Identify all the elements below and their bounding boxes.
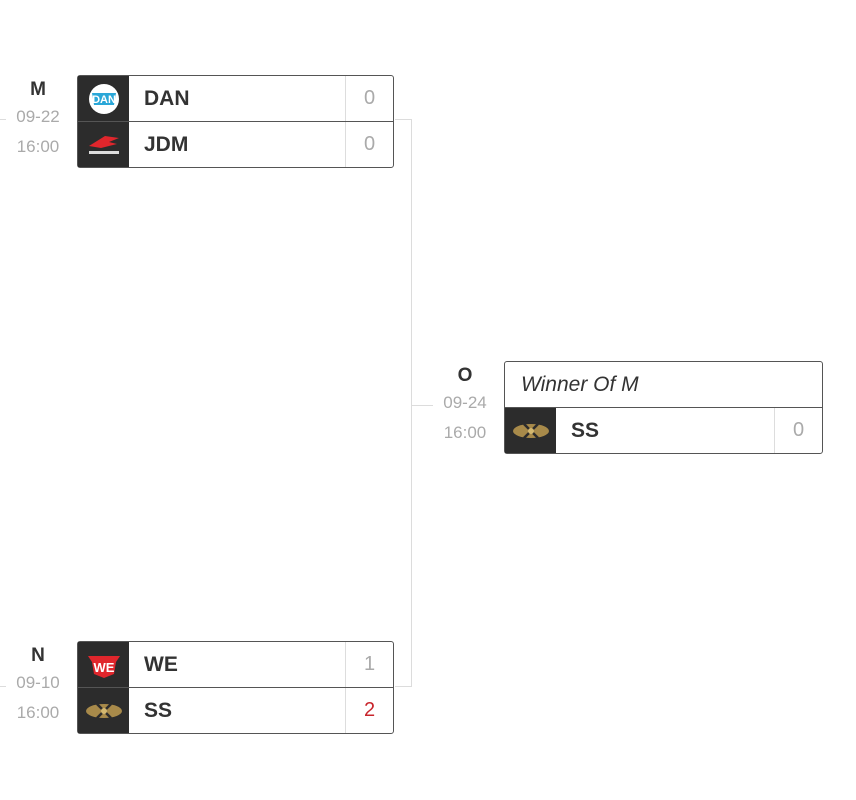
connector-m: [395, 119, 412, 120]
team-name: SS: [144, 698, 173, 722]
match-date: 09-24: [443, 393, 487, 412]
team-row[interactable]: JDM 0: [78, 121, 393, 167]
team-row[interactable]: SS 0: [505, 407, 822, 453]
team-row[interactable]: DAN DAN 0: [78, 76, 393, 121]
match-n-box[interactable]: WE WE 1 SS 2: [77, 641, 394, 734]
ss-logo-icon: [505, 408, 556, 453]
connector-n-in: [0, 686, 6, 687]
match-date: 09-22: [16, 107, 60, 126]
match-code: N: [31, 645, 45, 666]
team-score: 0: [345, 122, 393, 167]
team-score: 1: [345, 642, 393, 687]
match-time: 16:00: [443, 423, 487, 442]
team-score: 2: [345, 688, 393, 733]
match-n-label: N 09-10 16:00: [4, 644, 72, 728]
team-score: 0: [774, 408, 822, 453]
jdm-logo-icon: [78, 122, 129, 167]
match-o-label: O 09-24 16:00: [432, 364, 498, 448]
match-code: O: [457, 365, 473, 386]
connector-vertical: [411, 119, 412, 687]
match-date: 09-10: [16, 673, 60, 692]
team-name: SS: [571, 418, 600, 442]
tbd-row[interactable]: Winner Of M: [505, 362, 822, 407]
team-name: WE: [144, 652, 178, 676]
team-name: DAN: [144, 86, 190, 110]
team-row[interactable]: SS 2: [78, 687, 393, 733]
match-o-box[interactable]: Winner Of M SS 0: [504, 361, 823, 454]
match-time: 16:00: [16, 703, 60, 722]
team-score: 0: [345, 76, 393, 121]
ss-logo-icon: [78, 688, 129, 733]
team-name: JDM: [144, 132, 189, 156]
winner-placeholder: Winner Of M: [521, 372, 639, 396]
match-time: 16:00: [16, 137, 60, 156]
connector-m-in: [0, 119, 6, 120]
svg-text:DAN: DAN: [92, 94, 116, 106]
match-code: M: [30, 79, 46, 100]
connector-n: [395, 686, 412, 687]
we-logo-icon: WE: [78, 642, 129, 687]
team-row[interactable]: WE WE 1: [78, 642, 393, 687]
connector-o: [411, 405, 433, 406]
dan-logo-icon: DAN: [78, 76, 129, 121]
match-m-label: M 09-22 16:00: [4, 78, 72, 162]
svg-text:WE: WE: [93, 660, 114, 675]
match-m-box[interactable]: DAN DAN 0 JDM 0: [77, 75, 394, 168]
